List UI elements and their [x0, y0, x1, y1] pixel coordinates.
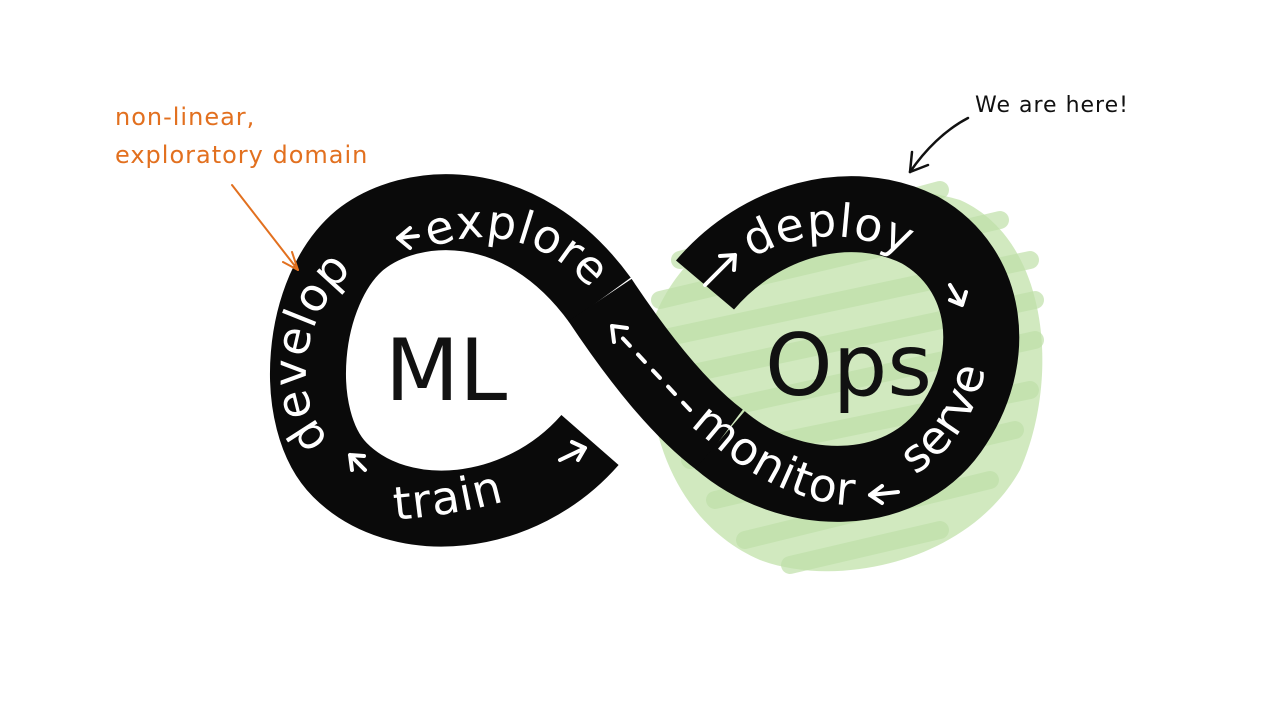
arrow-icon — [948, 283, 968, 307]
annotation-pointer-icon — [908, 116, 970, 174]
band-right-loop — [676, 176, 1020, 522]
annotation-nonlinear-line1: non-linear, — [115, 103, 255, 131]
center-label-ml: ML — [385, 321, 507, 421]
annotation-nonlinear-line2: exploratory domain — [115, 141, 368, 169]
arrow-icon — [610, 324, 629, 344]
annotation-pointer-head-icon — [908, 150, 930, 174]
arrow-icon — [396, 226, 420, 250]
arrow-icon — [348, 453, 367, 472]
center-label-ops: Ops — [765, 316, 932, 416]
band-left-loop — [270, 174, 631, 547]
dashed-arrow-icon — [613, 328, 692, 412]
arrow-icon — [558, 440, 587, 462]
annotation-pointer-icon — [231, 184, 299, 271]
band-cross — [568, 278, 744, 471]
annotation-pointer-head-icon — [282, 251, 299, 271]
annotation-we-are-here: We are here! — [975, 93, 1129, 118]
arrow-icon — [868, 484, 900, 505]
infinity-band — [270, 174, 1020, 547]
arrow-icon — [703, 253, 737, 287]
